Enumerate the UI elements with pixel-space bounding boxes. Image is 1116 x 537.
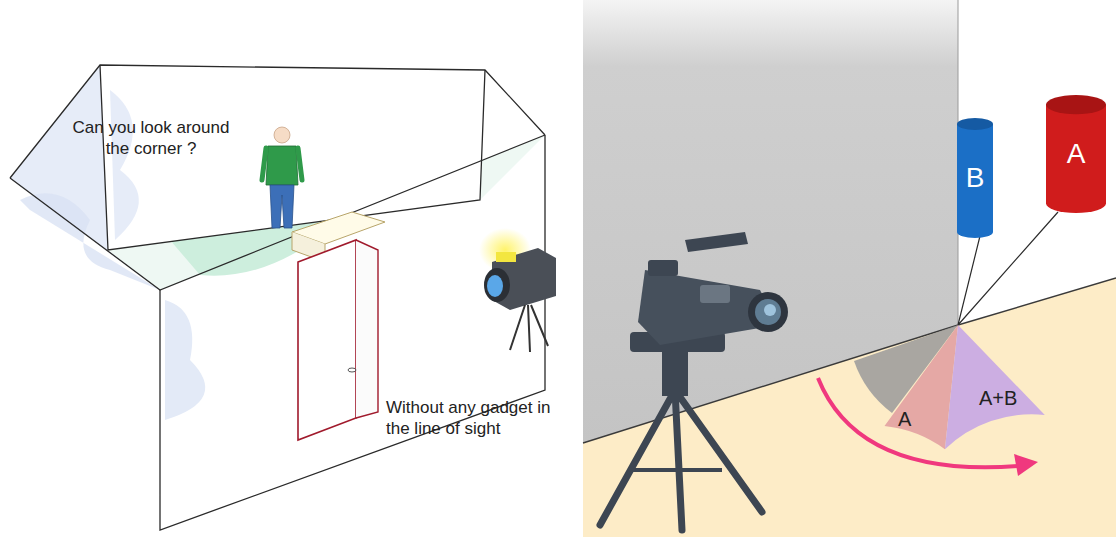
node-label: A [1067, 138, 1086, 170]
corner-scene [583, 0, 1116, 537]
shadow-wedge: A+B [935, 325, 1065, 455]
object-cylinder: B [957, 118, 993, 238]
node-label: A [898, 408, 911, 431]
node-label: B [966, 162, 985, 194]
room-sketch [10, 65, 556, 530]
note-text: Without any gadget in the line of sight [386, 397, 560, 440]
node-label: A+B [979, 387, 1017, 410]
note-text: Can you look around the corner ? [72, 117, 230, 160]
object-cylinder: A [1046, 95, 1106, 213]
